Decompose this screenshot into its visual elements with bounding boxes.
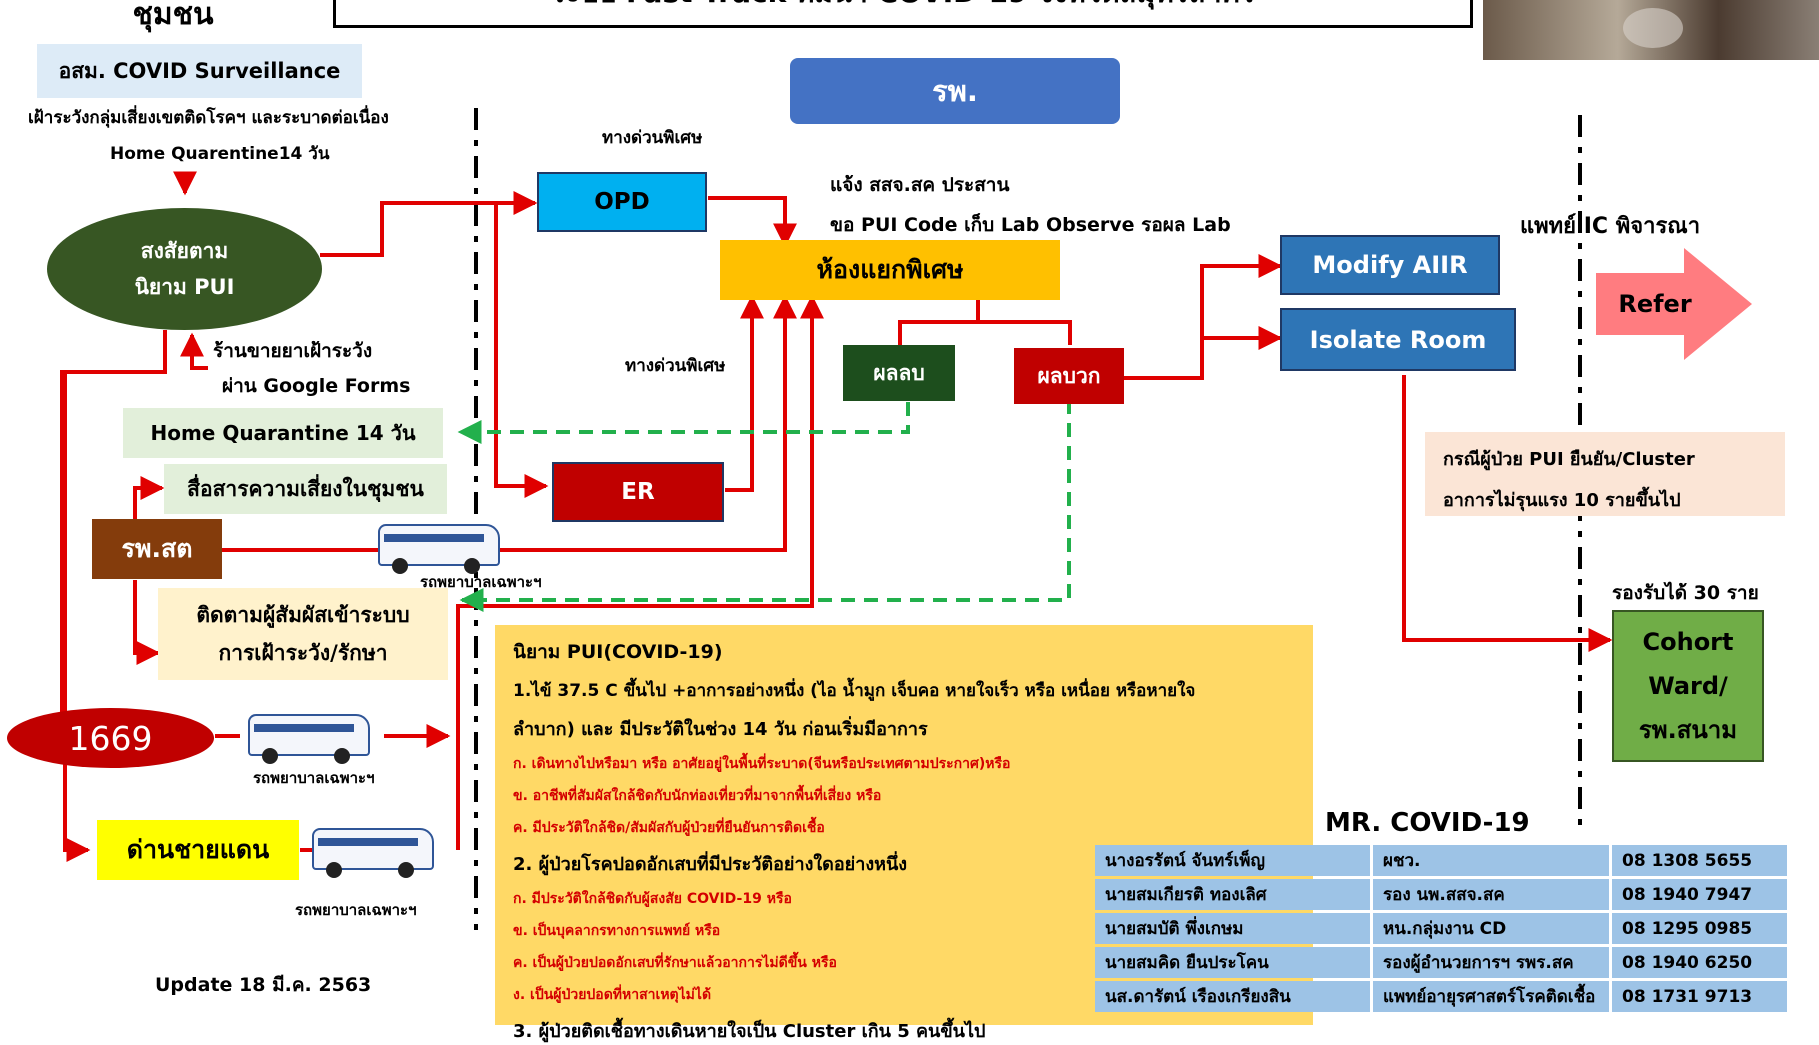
ambulance-border [312, 824, 452, 878]
contact-name: นายสมคิด ยืนประโคน [1095, 947, 1370, 978]
contact-tracing-line1: ติดตามผู้สัมผัสเข้าระบบ [196, 603, 410, 627]
hotline-1669-node: 1669 [7, 708, 214, 768]
contact-phone: 08 1940 7947 [1612, 879, 1787, 910]
watch-text: เฝ้าระวังกลุ่มเสี่ยงเขตติดโรคฯ และระบาดต… [28, 108, 389, 128]
notify-line1: แจ้ง สสจ.สค ประสาน [830, 174, 1010, 196]
pui-line2: 2. ผู้ป่วยโรคปอดอักเสบที่มีประวัติอย่างใ… [513, 854, 908, 875]
pharmacy-line2: ผ่าน Google Forms [222, 375, 411, 397]
ambulance-rph [378, 520, 518, 574]
pui-line3: 3. ผู้ป่วยติดเชื้อทางเดินหายใจเป็น Clust… [513, 1021, 986, 1042]
update-text: Update 18 มี.ค. 2563 [155, 974, 372, 996]
pui-sub1: ก. เดินทางไปหรือมา หรือ อาศัยอยู่ในพื้นท… [513, 756, 1011, 772]
cohort-ward-box: Cohort Ward/ รพ.สนาม [1612, 610, 1764, 762]
contact-position: ผชว. [1373, 845, 1609, 876]
ambulance-label-2: รถพยาบาลเฉพาะฯ [253, 769, 375, 787]
contact-position: รอง นพ.สสจ.สค [1373, 879, 1609, 910]
suspect-line1: สงสัยตาม [140, 239, 229, 263]
pui-title: นิยาม PUI(COVID-19) [513, 641, 723, 663]
positive-result-box: ผลบวก [1014, 348, 1124, 404]
table-row: นางอรรัตน์ จันทร์เพ็ญ ผชว. 08 1308 5655 [1095, 845, 1787, 876]
pui-line1b: ลำบาก) และ มีประวัติในช่วง 14 วัน ก่อนเร… [513, 719, 928, 740]
refer-arrow: Refer [1596, 248, 1752, 360]
opd-box: OPD [537, 172, 707, 232]
surveillance-label: อสม. COVID Surveillance [37, 44, 362, 98]
home-quarantine-text: Home Quarentine14 วัน [110, 144, 330, 164]
pui-sub3: ค. มีประวัติใกล้ชิด/สัมผัสกับผู้ป่วยที่ย… [513, 820, 825, 836]
contact-tracing-line2: การเฝ้าระวัง/รักษา [218, 641, 388, 665]
table-row: นายสมเกียรติ ทองเลิศ รอง นพ.สสจ.สค 08 19… [1095, 879, 1787, 910]
hospital-header: รพ. [790, 58, 1120, 124]
risk-communication-box: สื่อสารความเสี่ยงในชุมชน [164, 464, 447, 514]
home-quarantine-box: Home Quarantine 14 วัน [123, 408, 443, 458]
contact-name: นายสมเกียรติ ทองเลิศ [1095, 879, 1370, 910]
contact-name: นางอรรัตน์ จันทร์เพ็ญ [1095, 845, 1370, 876]
contacts-title: MR. COVID-19 [1325, 808, 1530, 838]
pui-line1a: 1.ไข้ 37.5 C ขึ้นไป +อาการอย่างหนึ่ง (ไอ… [513, 681, 1196, 701]
pui-sub5: ข. เป็นบุคลากรทางการแพทย์ หรือ [513, 923, 721, 939]
contact-position: หน.กลุ่มงาน CD [1373, 913, 1609, 944]
refer-arrow-shape [1596, 248, 1752, 360]
cohort-line1: Cohort [1642, 628, 1734, 656]
isolate-room-box: Isolate Room [1280, 308, 1516, 371]
suspect-line2: นิยาม PUI [134, 275, 235, 299]
border-checkpoint-box: ด่านชายแดน [97, 820, 299, 880]
cohort-line3: รพ.สนาม [1638, 716, 1738, 744]
capacity-text: รองรับได้ 30 ราย [1612, 582, 1759, 604]
notify-line2: ขอ PUI Code เก็บ Lab Observe รอผล Lab [830, 214, 1231, 236]
pui-sub6: ค. เป็นผู้ป่วยปอดอักเสบที่รักษาแล้วอาการ… [513, 955, 837, 971]
contact-name: นส.ดารัตน์ เรืองเกรียงสิน [1095, 981, 1370, 1012]
contact-phone: 08 1295 0985 [1612, 913, 1787, 944]
pui-sub7: ง. เป็นผู้ป่วยปอดที่หาสาเหตุไม่ได้ [513, 987, 712, 1003]
main-title-box: ระบบ Fast Track ทีมนำ COVID-19 จังหวัดสม… [333, 0, 1473, 28]
contact-phone: 08 1940 6250 [1612, 947, 1787, 978]
photo [1483, 0, 1819, 60]
cohort-line2: Ward/ [1648, 672, 1728, 700]
table-row: นส.ดารัตน์ เรืองเกรียงสิน แพทย์อายุรศาสต… [1095, 981, 1787, 1012]
fast-track-top: ทางด่วนพิเศษ [602, 128, 703, 148]
table-row: นายสมบัติ พึ่งเกษม หน.กลุ่มงาน CD 08 129… [1095, 913, 1787, 944]
isolation-room-box: ห้องแยกพิเศษ [720, 240, 1060, 300]
doctor-ic-text: แพทย์ IC พิจารณา [1520, 214, 1701, 239]
cluster-line1: กรณีผู้ป่วย PUI ยืนยัน/Cluster [1443, 449, 1695, 470]
modify-aiir-box: Modify AIIR [1280, 235, 1500, 295]
main-title: ระบบ Fast Track ทีมนำ COVID-19 จังหวัดสม… [551, 0, 1256, 15]
rph-box: รพ.สต [92, 519, 222, 579]
pharmacy-line1: ร้านขายยาเฝ้าระวัง [213, 340, 373, 362]
er-box: ER [552, 462, 724, 522]
negative-result-box: ผลลบ [843, 345, 955, 401]
contact-name: นายสมบัติ พึ่งเกษม [1095, 913, 1370, 944]
contact-tracing-box: ติดตามผู้สัมผัสเข้าระบบ การเฝ้าระวัง/รัก… [158, 588, 448, 680]
ambulance-label-1: รถพยาบาลเฉพาะฯ [420, 573, 542, 591]
cluster-note-box: กรณีผู้ป่วย PUI ยืนยัน/Cluster อาการไม่ร… [1425, 432, 1785, 516]
pui-sub2: ข. อาชีพที่สัมผัสใกล้ชิดกับนักท่องเที่ยว… [513, 788, 882, 804]
cluster-line2: อาการไม่รุนแรง 10 รายขึ้นไป [1443, 490, 1681, 511]
contacts-table: นางอรรัตน์ จันทร์เพ็ญ ผชว. 08 1308 5655 … [1092, 842, 1790, 1015]
contact-phone: 08 1308 5655 [1612, 845, 1787, 876]
contact-position: รองผู้อำนวยการฯ รพร.สค [1373, 947, 1609, 978]
contact-phone: 08 1731 9713 [1612, 981, 1787, 1012]
ambulance-1669 [248, 710, 388, 764]
table-row: นายสมคิด ยืนประโคน รองผู้อำนวยการฯ รพร.ส… [1095, 947, 1787, 978]
community-title: ชุมชน [132, 0, 214, 32]
suspect-pui-node: สงสัยตาม นิยาม PUI [47, 208, 322, 330]
contact-position: แพทย์อายุรศาสตร์โรคติดเชื้อ [1373, 981, 1609, 1012]
pui-sub4: ก. มีประวัติใกล้ชิดกับผู้สงสัย COVID-19 … [513, 891, 792, 907]
ambulance-label-3: รถพยาบาลเฉพาะฯ [295, 901, 417, 919]
fast-track-mid: ทางด่วนพิเศษ [625, 356, 726, 376]
refer-label: Refer [1618, 290, 1692, 318]
